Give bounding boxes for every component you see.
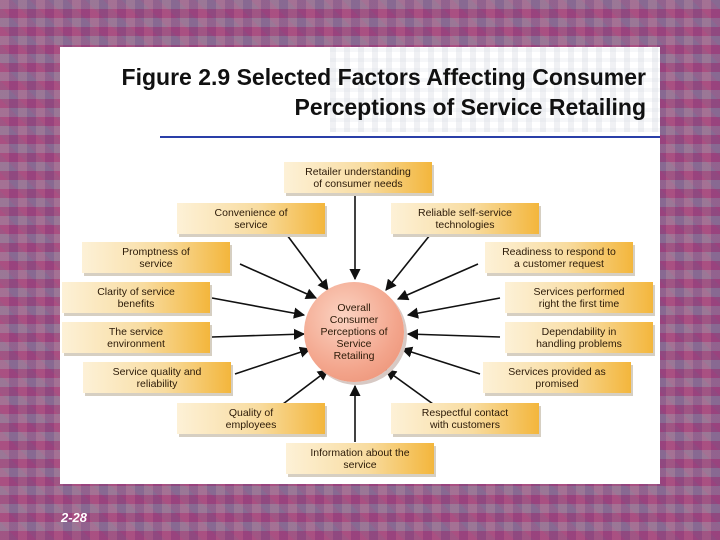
arrow-quality-employees bbox=[282, 369, 329, 405]
factor-performed-right: Services performed right the first time bbox=[505, 282, 653, 313]
factor-retailer-understanding: Retailer understanding of consumer needs bbox=[284, 162, 432, 193]
factor-environment: The service environment bbox=[62, 322, 210, 353]
arrow-promptness bbox=[239, 263, 318, 299]
factor-quality-employees: Quality of employees bbox=[177, 403, 325, 434]
arrow-respectful-contact bbox=[385, 369, 434, 405]
arrow-quality-reliability bbox=[234, 346, 312, 375]
factor-reliable-self-service: Reliable self-service technologies bbox=[391, 203, 539, 234]
factor-readiness: Readiness to respond to a customer reque… bbox=[485, 242, 633, 273]
factor-convenience: Convenience of service bbox=[177, 203, 325, 234]
arrow-readiness bbox=[396, 263, 479, 301]
factor-respectful-contact: Respectful contact with customers bbox=[391, 403, 539, 434]
slide-content: Figure 2.9 Selected Factors Affecting Co… bbox=[60, 47, 660, 484]
arrow-performed-right bbox=[406, 297, 501, 319]
arrow-clarity bbox=[211, 297, 306, 319]
factor-quality-reliability: Service quality and reliability bbox=[83, 362, 231, 393]
arrows-layer bbox=[211, 193, 501, 442]
center-overall-perceptions: Overall Consumer Perceptions of Service … bbox=[304, 282, 404, 382]
background-art bbox=[330, 47, 660, 132]
slide-number: 2-28 bbox=[61, 510, 88, 525]
factor-as-promised: Services provided as promised bbox=[483, 362, 631, 393]
arrow-as-promised bbox=[400, 346, 481, 375]
slide-title: Figure 2.9 Selected Factors Affecting Co… bbox=[121, 64, 646, 120]
factor-information: Information about the service bbox=[286, 443, 434, 474]
title-underline bbox=[160, 136, 660, 138]
factor-promptness: Promptness of service bbox=[82, 242, 230, 273]
factor-dependability: Dependability in handling problems bbox=[505, 322, 653, 353]
arrow-reliable-self-service bbox=[385, 234, 431, 291]
factor-clarity: Clarity of service benefits bbox=[62, 282, 210, 313]
arrow-environment bbox=[211, 328, 306, 340]
arrow-convenience bbox=[286, 234, 329, 291]
arrow-dependability bbox=[406, 328, 501, 340]
